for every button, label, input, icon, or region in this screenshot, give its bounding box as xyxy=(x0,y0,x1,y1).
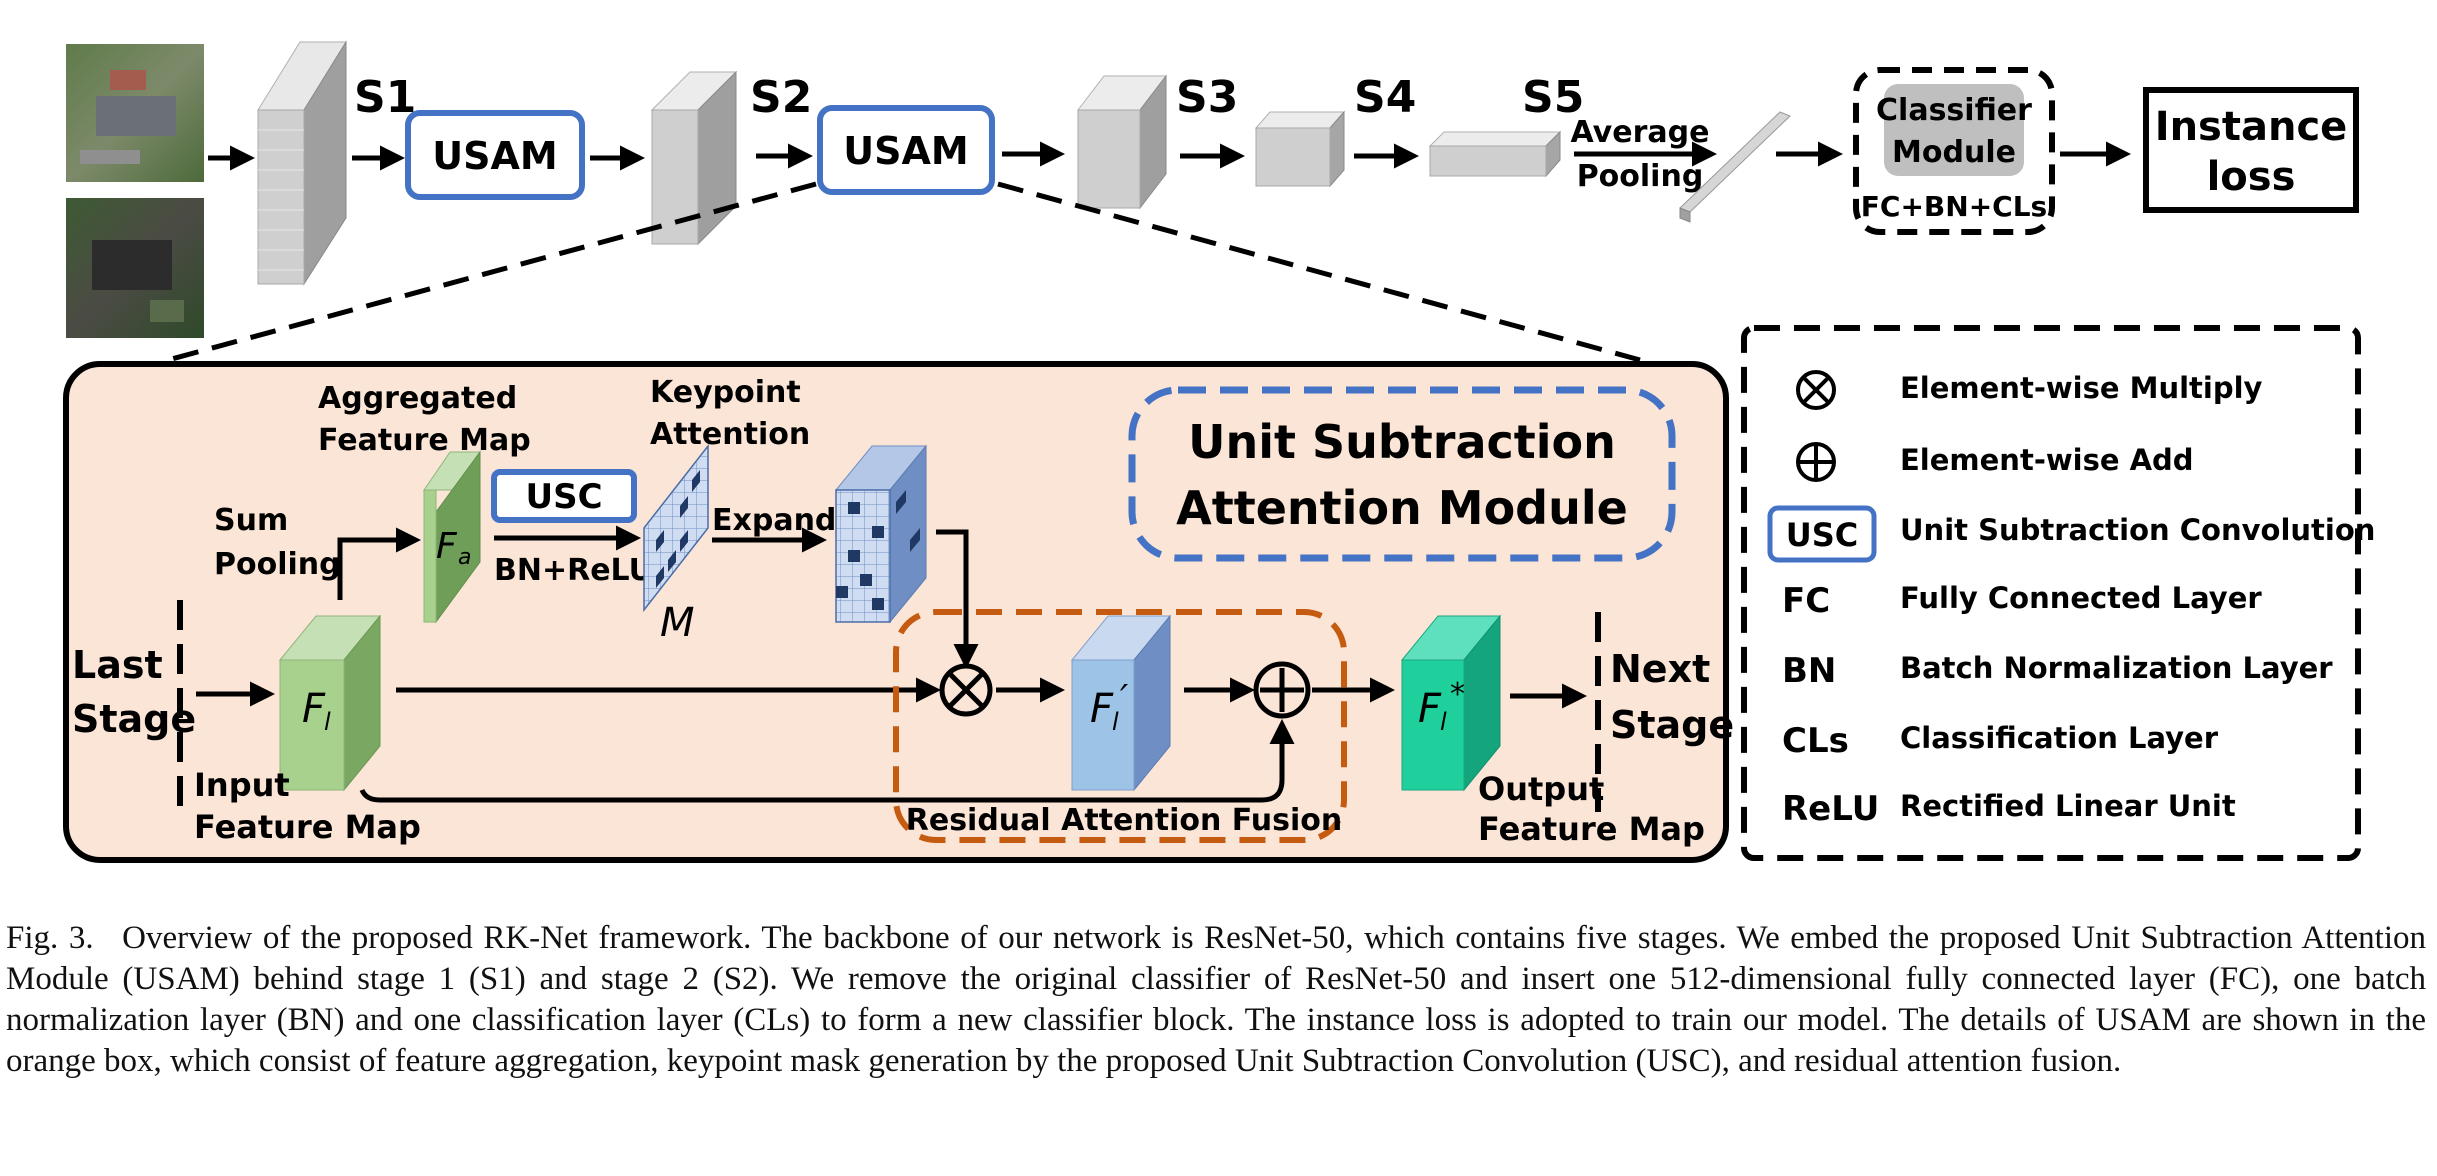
fls-star: * xyxy=(1450,677,1465,712)
expanded-mask-block xyxy=(834,444,928,624)
usam-title-line1: Unit Subtraction xyxy=(1188,415,1616,469)
figure-caption: Fig. 3. Overview of the proposed RK-Net … xyxy=(6,918,2426,1082)
zoom-line-right xyxy=(997,181,1641,363)
fls-subscript: l xyxy=(1440,708,1447,736)
stage4-block xyxy=(1254,110,1346,188)
aggregated-label-2: Feature Map xyxy=(318,423,531,458)
rk-net-diagram: S1 USAM S2 USAM S3 S4 S5 xyxy=(63,40,2375,863)
flp-subscript: l xyxy=(1112,708,1119,736)
arrow-mask-to-multiply xyxy=(936,529,979,669)
legend-symbol-fc: FC xyxy=(1782,581,1830,621)
zoom-line-left xyxy=(167,181,817,363)
avg-pooling-label-1: Average xyxy=(1571,115,1710,150)
legend-text-cls: Classification Layer xyxy=(1900,721,2219,755)
aggregated-label-1: Aggregated xyxy=(318,381,517,416)
stage-label-s5: S5 xyxy=(1522,72,1584,123)
fl-symbol: F xyxy=(302,686,326,732)
legend-symbol-relu: ReLU xyxy=(1782,789,1879,829)
usc-box xyxy=(491,469,637,523)
caption-text: Overview of the proposed RK-Net framewor… xyxy=(6,920,2427,1079)
usam-block-1: USAM xyxy=(405,110,585,200)
legend-text-add: Element-wise Add xyxy=(1900,443,2194,477)
legend-symbol-cls: CLs xyxy=(1782,721,1849,761)
satellite-photo-thumbnail xyxy=(66,198,204,338)
stage2-block xyxy=(650,70,738,246)
legend-row-add: Element-wise Add xyxy=(1796,442,2194,482)
stage-label-s4: S4 xyxy=(1354,72,1416,123)
usam-title-box xyxy=(1128,386,1676,562)
circle-plus-icon xyxy=(1253,661,1311,719)
classifier-module: Classifier Module FC+BN+CLs xyxy=(1853,67,2055,235)
legend-symbol-bn: BN xyxy=(1782,651,1836,691)
residual-fusion-box xyxy=(893,609,1347,843)
instance-loss-box: Instance loss xyxy=(2143,87,2359,213)
residual-fusion-label: Residual Attention Fusion xyxy=(906,803,1343,838)
arrow-sum-pooling xyxy=(337,527,421,600)
classifier-label-1: Classifier xyxy=(1876,93,2032,128)
fl-subscript: l xyxy=(324,708,331,736)
flp-prime: ′ xyxy=(1120,678,1128,719)
expand-label: Expand xyxy=(712,503,836,538)
aggregated-feature-slab: F a xyxy=(423,450,481,624)
sum-pooling-label-1: Sum xyxy=(214,503,288,538)
legend-text-fc: Fully Connected Layer xyxy=(1900,581,2262,615)
output-feature-label-2: Feature Map xyxy=(1478,810,1705,848)
legend-circle-plus-icon xyxy=(1796,442,1836,482)
next-stage-label-2: Stage xyxy=(1610,703,1734,747)
instance-loss-label-2: loss xyxy=(2207,154,2296,200)
usc-box-label: USC xyxy=(525,477,602,517)
stage5-block xyxy=(1428,130,1562,178)
legend-text-usc: Unit Subtraction Convolution xyxy=(1900,513,2375,547)
output-feature-label-1: Output xyxy=(1478,770,1604,808)
usam-detail-panel: Unit Subtraction Attention Module Last S… xyxy=(63,361,1734,863)
stage3-block xyxy=(1076,74,1168,210)
usam-block-1-label: USAM xyxy=(432,134,557,178)
legend-symbol-usc: USC xyxy=(1786,516,1859,554)
legend-text-bn: Batch Normalization Layer xyxy=(1900,651,2333,685)
input-feature-label-2: Feature Map xyxy=(194,808,421,846)
legend-row-usc: USC Unit Subtraction Convolution xyxy=(1767,505,2375,563)
classifier-sub-label: FC+BN+CLs xyxy=(1861,190,2047,223)
keypoint-label-2: Attention xyxy=(650,417,810,452)
keypoint-mask xyxy=(643,443,709,613)
aerial-photo-thumbnail xyxy=(66,44,204,182)
usam-block-2-label: USAM xyxy=(843,129,968,173)
next-stage-label-1: Next xyxy=(1610,647,1710,691)
input-feature-cube: F l xyxy=(278,614,382,792)
classifier-label-2: Module xyxy=(1892,135,2016,170)
attended-feature-cube: F l ′ xyxy=(1070,614,1172,792)
fa-symbol: F xyxy=(436,526,458,567)
stage-label-s1: S1 xyxy=(354,72,416,123)
stage-label-s2: S2 xyxy=(750,72,812,123)
skip-connection-arrow xyxy=(359,719,1295,803)
usam-block-2: USAM xyxy=(817,105,995,195)
m-symbol: M xyxy=(660,600,695,646)
legend: Element-wise Multiply Element-wise Add U… xyxy=(1741,325,2375,861)
last-stage-label-1: Last xyxy=(72,643,163,687)
stage-label-s3: S3 xyxy=(1176,72,1238,123)
sum-pooling-label-2: Pooling xyxy=(214,547,341,582)
fa-subscript: a xyxy=(458,545,471,570)
circle-times-icon xyxy=(939,663,993,717)
pooled-vector xyxy=(1679,111,1791,223)
bn-relu-label: BN+ReLU xyxy=(494,553,653,588)
flp-symbol: F xyxy=(1090,686,1114,732)
legend-text-relu: Rectified Linear Unit xyxy=(1900,789,2236,823)
usam-title-line2: Attention Module xyxy=(1176,481,1628,535)
keypoint-label-1: Keypoint xyxy=(650,375,801,410)
input-feature-label-1: Input xyxy=(194,766,290,804)
stage1-block xyxy=(257,40,347,286)
figure-number: Fig. 3. xyxy=(6,920,94,956)
output-feature-cube: F l * xyxy=(1400,614,1502,792)
legend-row-multiply: Element-wise Multiply xyxy=(1796,370,2263,410)
instance-loss-label-1: Instance xyxy=(2155,104,2348,150)
fls-symbol: F xyxy=(1418,686,1442,732)
last-stage-label-2: Stage xyxy=(72,697,196,741)
legend-text-multiply: Element-wise Multiply xyxy=(1900,371,2263,405)
avg-pooling-label-2: Pooling xyxy=(1577,159,1704,194)
legend-circle-times-icon xyxy=(1796,370,1836,410)
